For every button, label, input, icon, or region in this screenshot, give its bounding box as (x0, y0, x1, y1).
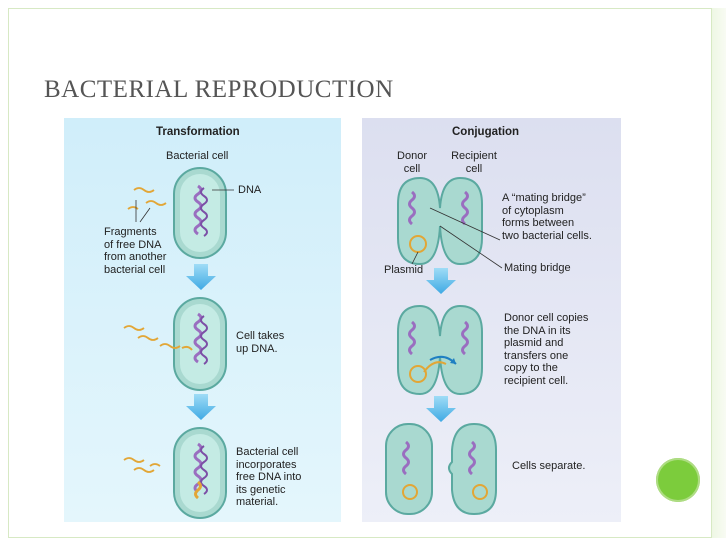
free-dna-fragments (123, 187, 181, 473)
transformation-arrow-2 (186, 394, 216, 420)
transformation-cell-2 (173, 297, 227, 391)
conjugation-cells-3 (385, 422, 497, 516)
label-donor-cell: Donor cell (397, 150, 427, 175)
conjugation-arrow-1 (426, 268, 456, 294)
label-conjugation-step2: Donor cell copies the DNA in its plasmid… (504, 312, 589, 387)
transformation-arrow-1 (186, 264, 216, 290)
label-plasmid: Plasmid (384, 264, 424, 276)
slide-title: BACTERIAL REPRODUCTION (44, 76, 394, 103)
label-recipient-cell: Recipient cell (451, 150, 497, 175)
conjugation-cells-2 (397, 304, 483, 396)
label-mating-note: A “mating bridge” of cytoplasm forms bet… (502, 192, 592, 242)
slide-frame (8, 8, 712, 538)
label-transformation-step2: Cell takes up DNA. (236, 330, 285, 355)
label-dna: DNA (238, 184, 262, 196)
label-bacterial-cell: Bacterial cell (166, 150, 229, 162)
transformation-heading: Transformation (156, 126, 240, 138)
conjugation-cells-1 (397, 176, 483, 266)
transformation-leaders (135, 189, 234, 223)
label-transformation-step3: Bacterial cell incorporates free DNA int… (236, 446, 302, 508)
dna-coil (193, 184, 203, 236)
label-fragments: Fragments of free DNA from another bacte… (104, 226, 167, 276)
label-cells-separate: Cells separate. (512, 460, 586, 472)
transformation-cell-1 (173, 167, 227, 259)
transformation-cell-3 (173, 427, 227, 519)
green-circle-decoration (656, 458, 700, 502)
label-mating-bridge: Mating bridge (504, 262, 571, 274)
conjugation-heading: Conjugation (452, 126, 520, 138)
slide-right-band (712, 8, 726, 538)
conjugation-arrow-2 (426, 396, 456, 422)
conjugation-leaders (411, 207, 503, 269)
